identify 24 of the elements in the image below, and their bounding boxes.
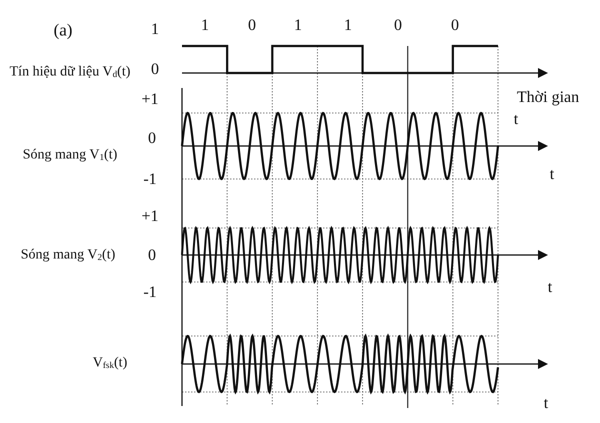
axis-label: t [548,278,552,298]
axis-tick-label: +1 [141,207,159,227]
axis-tick-label: -1 [143,283,157,303]
axis-label: t [550,165,554,185]
axis-tick-label: 0 [148,129,156,149]
axis-tick-label: -1 [143,170,157,190]
bit-value: 0 [451,16,459,36]
bit-value: 0 [248,16,256,36]
bit-value: 1 [294,16,302,36]
panel-label: (a) [54,19,72,41]
axis-tick-label: 1 [151,20,159,40]
bit-value: 1 [201,16,209,36]
signal-label: Sóng mang V$_{1}$(t) [22,146,118,164]
signal-label: Sóng mang V$_{2}$(t) [20,246,116,264]
axis-tick-label: 0 [148,246,156,266]
axis-label: t [514,110,518,130]
axis-label: Thời gian [516,88,580,108]
bit-value: 0 [394,16,402,36]
signal-label: V$_{fsk}$(t) [92,354,128,372]
axis-label: t [544,394,548,414]
bit-value: 1 [344,16,352,36]
signal-label: Tín hiệu dữ liệu V$_{d}$(t) [8,63,132,81]
axis-tick-label: +1 [141,90,159,110]
axis-tick-label: 0 [151,60,159,80]
